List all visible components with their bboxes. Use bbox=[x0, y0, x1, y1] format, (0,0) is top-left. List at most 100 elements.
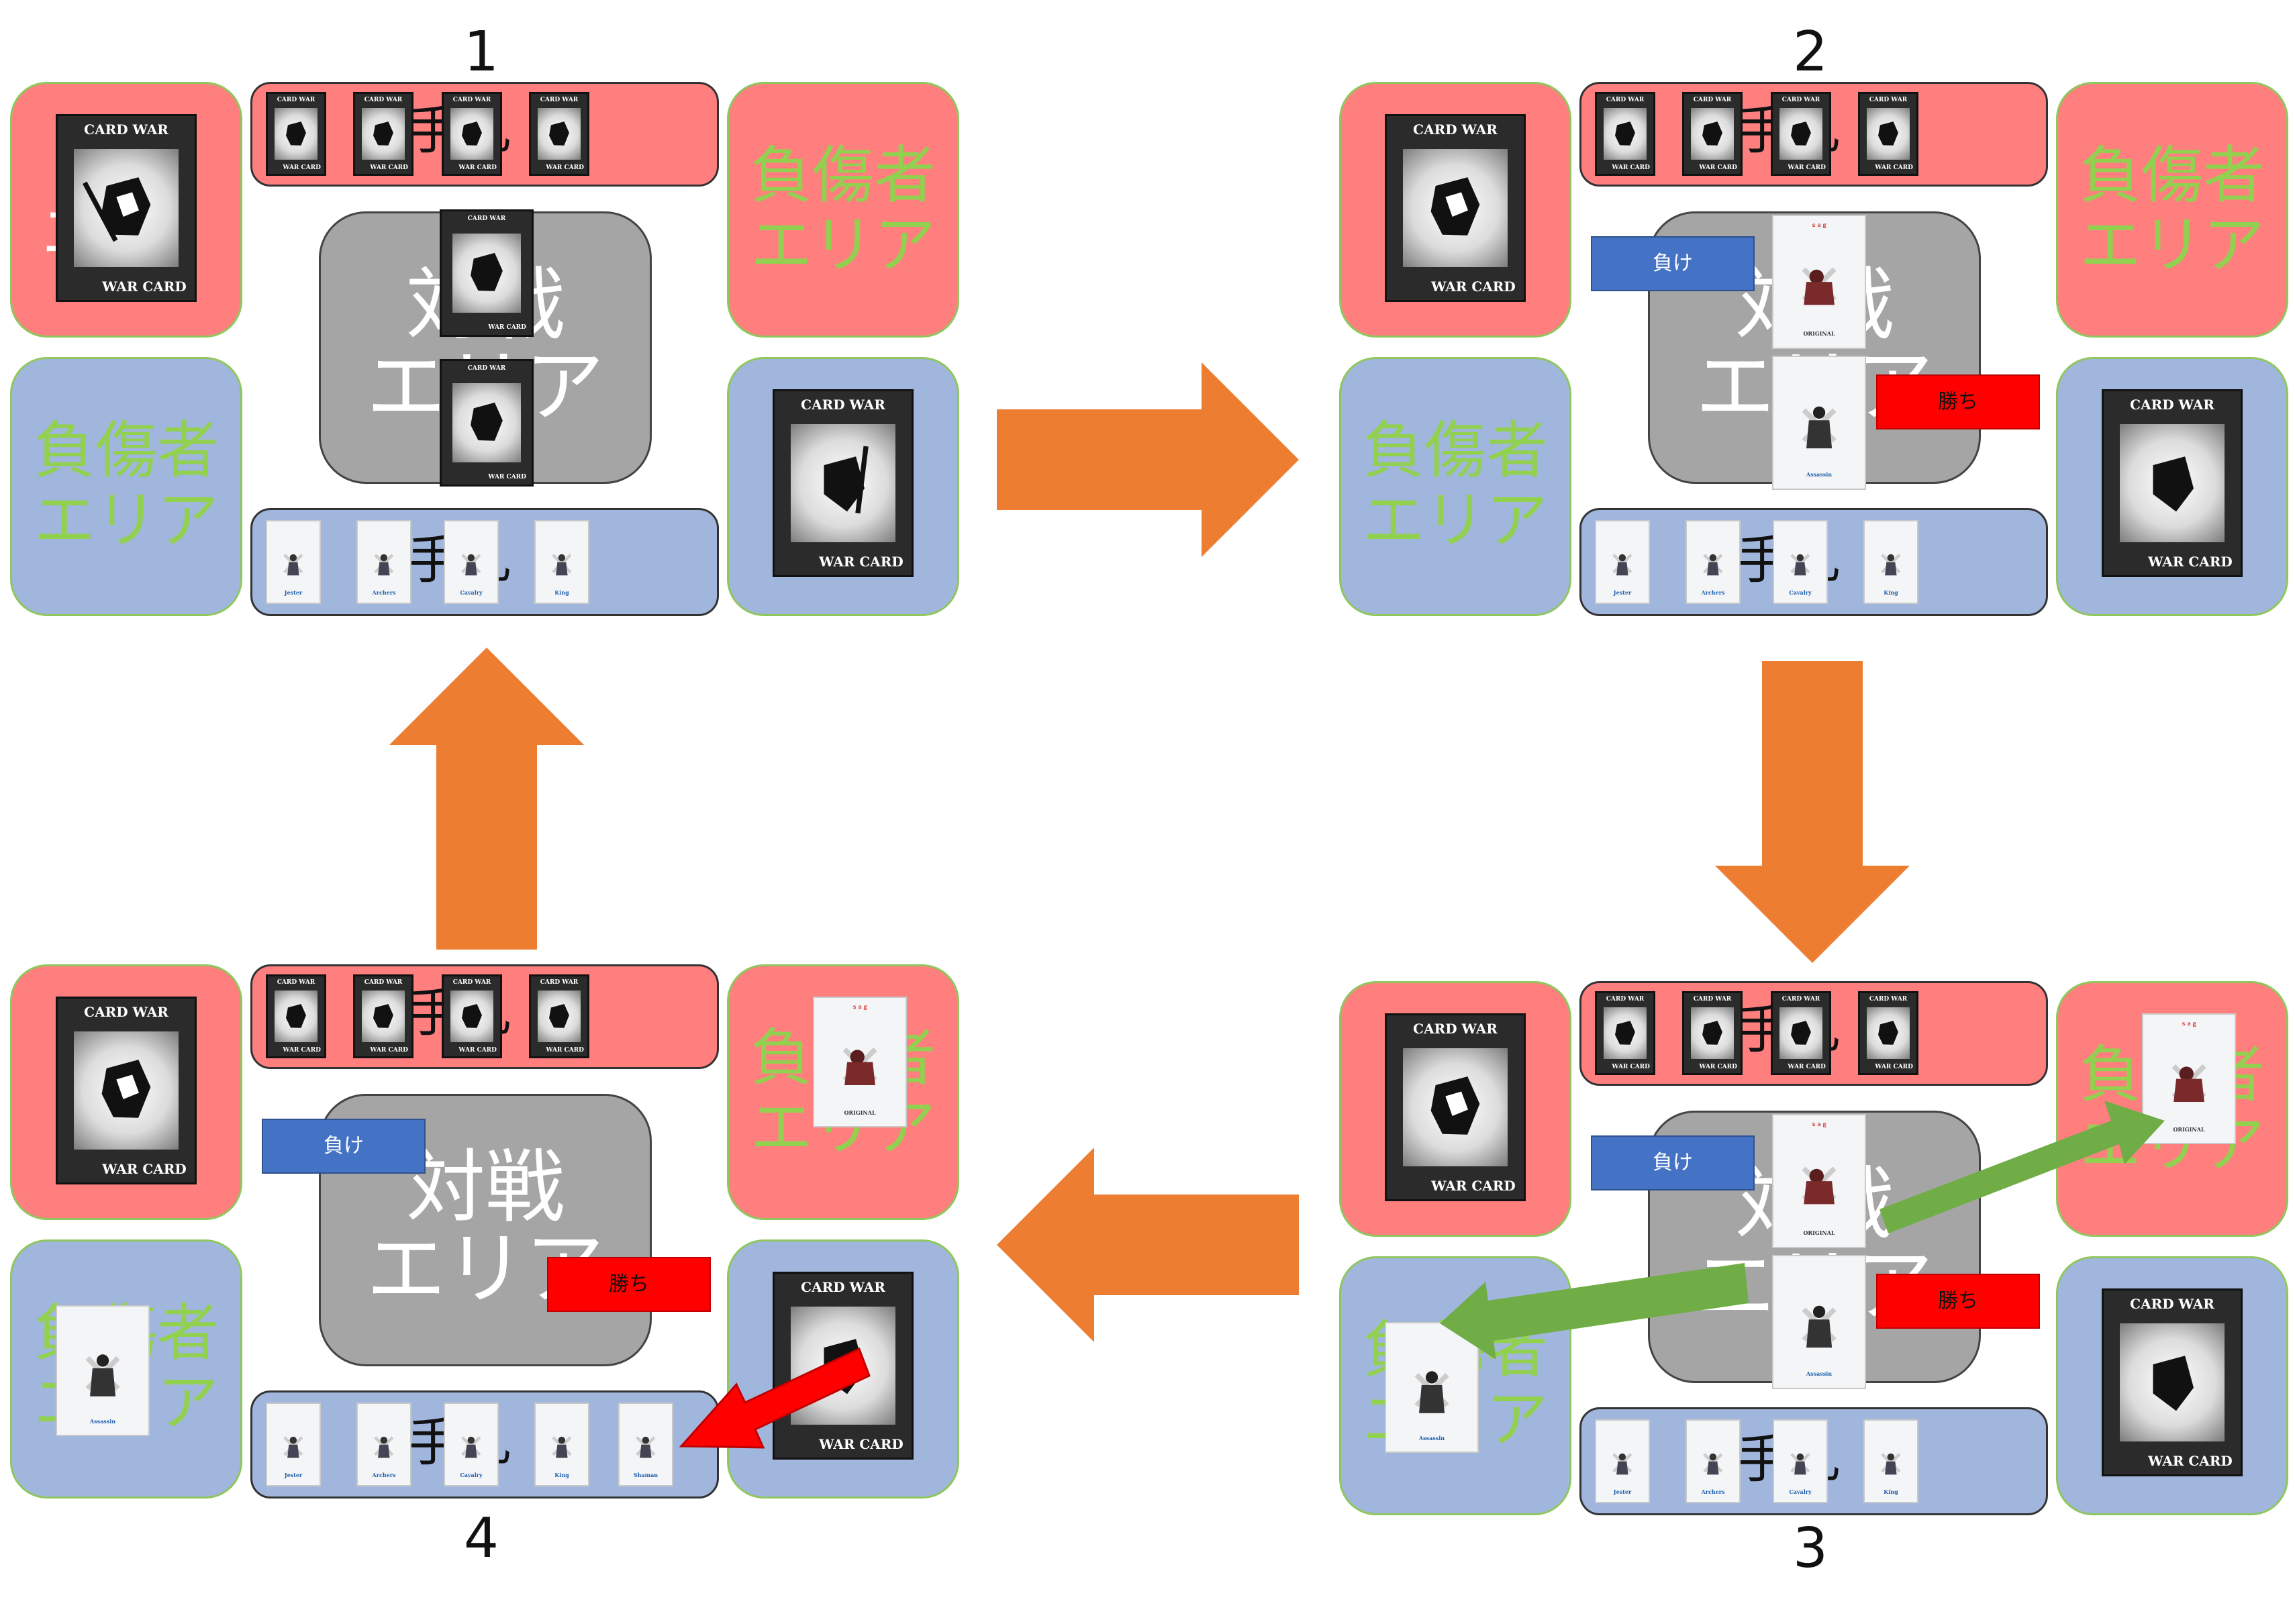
card-title: CARD WAR bbox=[1606, 96, 1645, 103]
card-name: King bbox=[554, 1472, 569, 1479]
player-hand-zone: 手札 Jester Archers Cavalry King bbox=[1579, 508, 2048, 616]
injured-zone-label: 負傷者 エリア bbox=[33, 415, 219, 556]
card-footer: WAR CARD bbox=[1431, 278, 1516, 295]
card-title: CARD WAR bbox=[2130, 397, 2214, 413]
card-footer: WAR CARD bbox=[102, 1160, 187, 1177]
card-name: Assassin bbox=[1418, 1434, 1445, 1441]
knight-icon bbox=[1702, 1020, 1722, 1045]
battle-area-label: 対戦 エリア bbox=[366, 1141, 604, 1315]
card-footer: WAR CARD bbox=[1875, 164, 1913, 172]
win-badge: 勝ち bbox=[1876, 1274, 2040, 1329]
player-hand-card: Cavalry bbox=[1773, 1419, 1828, 1503]
player-deck-zone: CARD WAR WAR CARD bbox=[727, 357, 959, 616]
card-name: Cavalry bbox=[1789, 1488, 1812, 1496]
card-name: Assassin bbox=[89, 1417, 116, 1425]
card-footer: WAR CARD bbox=[819, 553, 904, 570]
injured-card: ｓａｇ ORIGINAL bbox=[2142, 1013, 2236, 1144]
knight-icon bbox=[1615, 121, 1635, 146]
card-title: CARD WAR bbox=[364, 96, 403, 103]
knight-icon bbox=[1430, 1076, 1480, 1135]
opponent-deck-zone: エ CARD WAR WAR CARD bbox=[10, 82, 242, 338]
knight-icon bbox=[1802, 406, 1837, 449]
card-title: CARD WAR bbox=[452, 978, 491, 986]
lose-badge: 負け bbox=[1591, 1135, 1755, 1190]
card-footer: WAR CARD bbox=[546, 1047, 584, 1054]
card-title: CARD WAR bbox=[1413, 121, 1498, 138]
card-name: Cavalry bbox=[460, 1472, 483, 1479]
knight-icon bbox=[1414, 1371, 1449, 1413]
knight-icon bbox=[283, 554, 303, 576]
player-hand-card: King bbox=[1863, 1419, 1918, 1503]
card-name: Jester bbox=[284, 1472, 303, 1479]
opponent-played-card: ｓａｇ ORIGINAL bbox=[1772, 1114, 1866, 1248]
knight-icon bbox=[286, 121, 306, 146]
injured-card: ｓａｇ ORIGINAL bbox=[813, 997, 907, 1127]
card-title: CARD WAR bbox=[452, 96, 491, 103]
card-footer: WAR CARD bbox=[488, 474, 526, 481]
player-hand-card: Archers bbox=[1686, 520, 1741, 604]
knight-icon bbox=[1802, 1166, 1837, 1205]
player-deck-zone: CARD WAR WAR CARD bbox=[2056, 1256, 2288, 1515]
move-to-injured-arrow bbox=[1440, 1101, 2165, 1360]
card-name: Archers bbox=[372, 589, 396, 597]
knight-icon bbox=[842, 1047, 877, 1085]
knight-icon bbox=[286, 1003, 306, 1028]
knight-icon bbox=[1802, 267, 1837, 305]
card-name: Jester bbox=[1613, 589, 1632, 597]
knight-icon bbox=[373, 121, 393, 146]
card-title: CARD WAR bbox=[467, 364, 506, 372]
knight-icon bbox=[1612, 1453, 1632, 1475]
injured-zone-label: 負傷者 エリア bbox=[2079, 140, 2265, 281]
player-injured-zone: 負傷者 エリア bbox=[1339, 357, 1571, 616]
player-hand-card: Jester bbox=[266, 520, 321, 604]
card-title: ｓａｇ bbox=[1811, 1120, 1827, 1127]
player-hand-card: Archers bbox=[356, 1403, 411, 1486]
player-hand-card: Archers bbox=[1686, 1419, 1741, 1503]
card-title: CARD WAR bbox=[2130, 1296, 2214, 1313]
knight-icon bbox=[549, 1003, 569, 1028]
battle-card-back: CARD WAR WAR CARD bbox=[440, 209, 534, 337]
card-name: Cavalry bbox=[1789, 589, 1812, 597]
knight-icon bbox=[2171, 1064, 2206, 1102]
card-title: CARD WAR bbox=[467, 215, 506, 222]
knight-icon bbox=[1790, 554, 1810, 576]
card-footer: WAR CARD bbox=[819, 1435, 904, 1452]
player-hand-card: King bbox=[534, 1403, 589, 1486]
card-footer: WAR CARD bbox=[1699, 1064, 1737, 1071]
card-footer: WAR CARD bbox=[283, 164, 321, 172]
player-hand-card: King bbox=[534, 520, 589, 604]
arrow-right-icon bbox=[997, 362, 1299, 557]
card-footer: WAR CARD bbox=[1875, 1064, 1913, 1071]
knight-icon bbox=[1612, 554, 1632, 576]
card-title: CARD WAR bbox=[1869, 96, 1908, 103]
card-footer: WAR CARD bbox=[488, 324, 526, 332]
knight-icon bbox=[471, 402, 503, 441]
knight-icon bbox=[1791, 1020, 1811, 1045]
card-title: CARD WAR bbox=[1781, 995, 1820, 1003]
player-played-card: Assassin bbox=[1772, 1255, 1866, 1389]
deck-card-back: CARD WAR WAR CARD bbox=[1385, 114, 1526, 302]
opponent-deck-zone: CARD WAR WAR CARD bbox=[1339, 82, 1571, 338]
deck-card-back: CARD WAR WAR CARD bbox=[773, 389, 914, 577]
card-title: ｓａｇ bbox=[1811, 221, 1827, 228]
player-hand-card: Jester bbox=[1595, 520, 1650, 604]
card-name: Cavalry bbox=[460, 589, 483, 597]
opponent-hand-card: CARD WAR WAR CARD bbox=[442, 974, 502, 1058]
card-footer: WAR CARD bbox=[546, 164, 584, 172]
knight-icon bbox=[374, 1436, 394, 1458]
card-footer: WAR CARD bbox=[458, 1047, 497, 1054]
knight-icon bbox=[1703, 554, 1723, 576]
